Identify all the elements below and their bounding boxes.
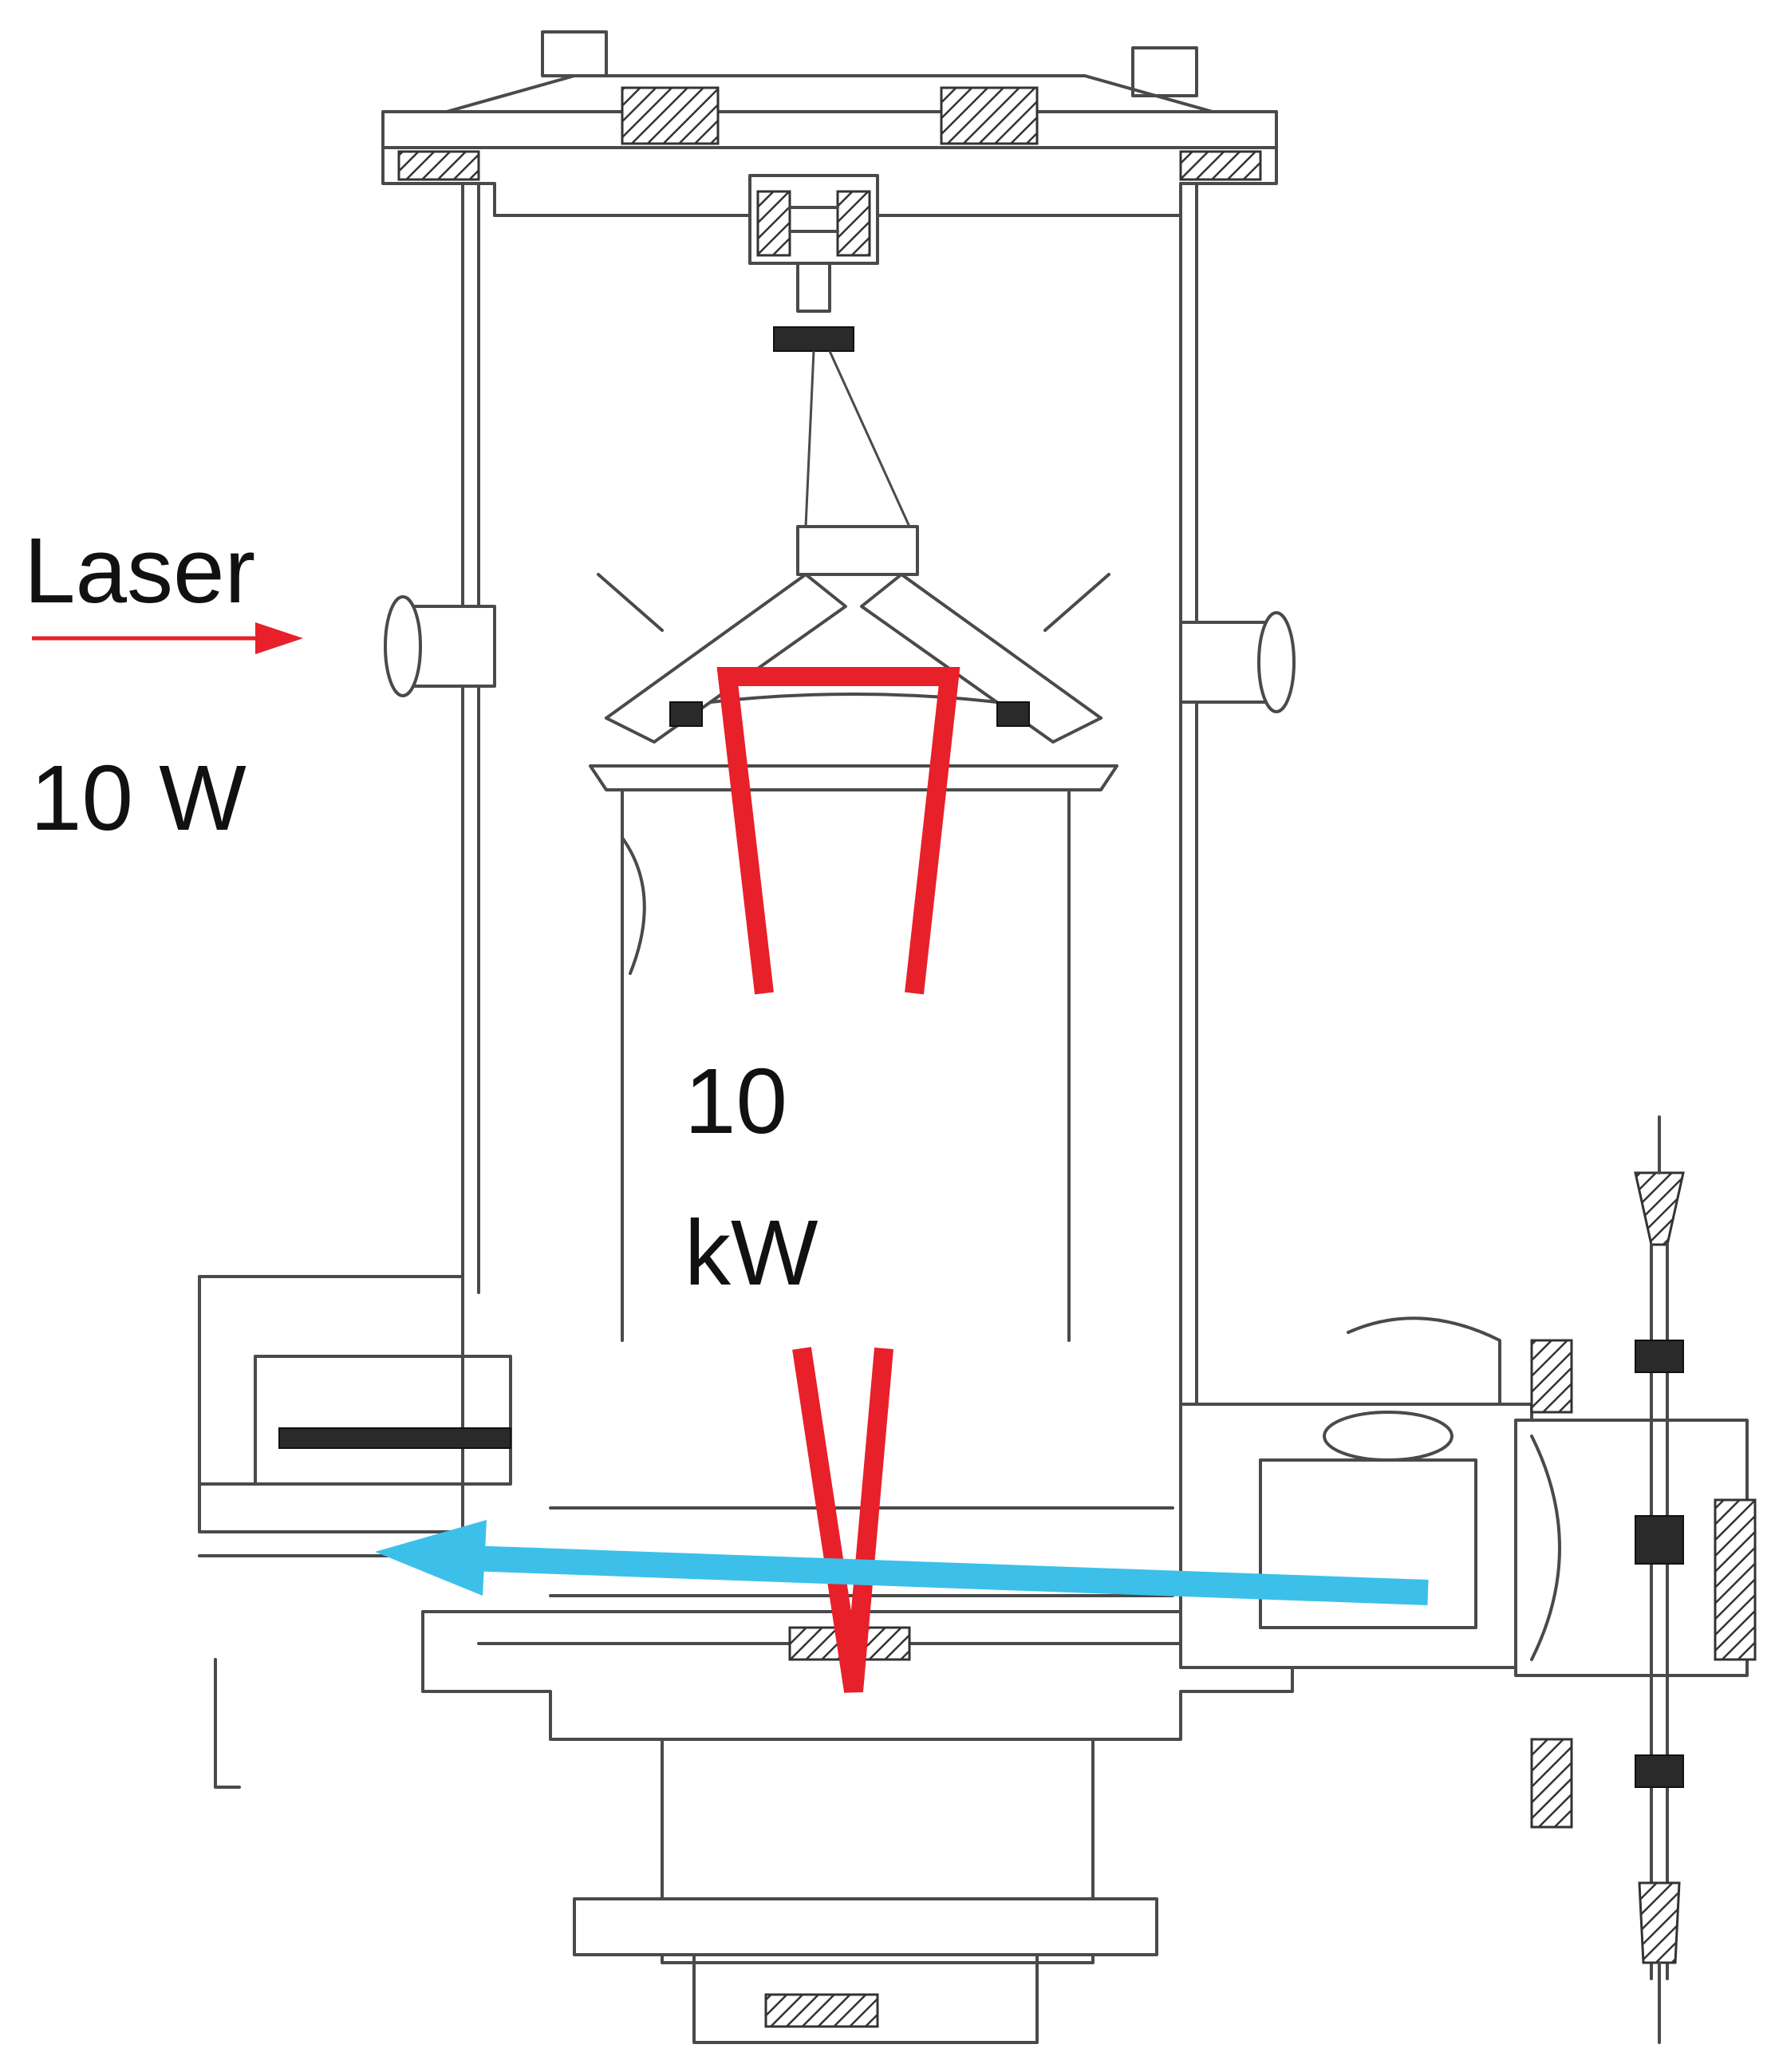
laser-input-arrow xyxy=(32,622,303,654)
laser-label: Laser xyxy=(24,519,255,622)
cavity-laser-beam xyxy=(716,667,960,1693)
input-power-label: 10 W xyxy=(30,746,247,850)
vacuum-vessel xyxy=(198,30,1757,2044)
particle-beam-arrow xyxy=(375,1520,1429,1605)
cavity-power-label-unit: kW xyxy=(684,1201,818,1304)
cavity-power-label-value: 10 xyxy=(684,1049,787,1153)
